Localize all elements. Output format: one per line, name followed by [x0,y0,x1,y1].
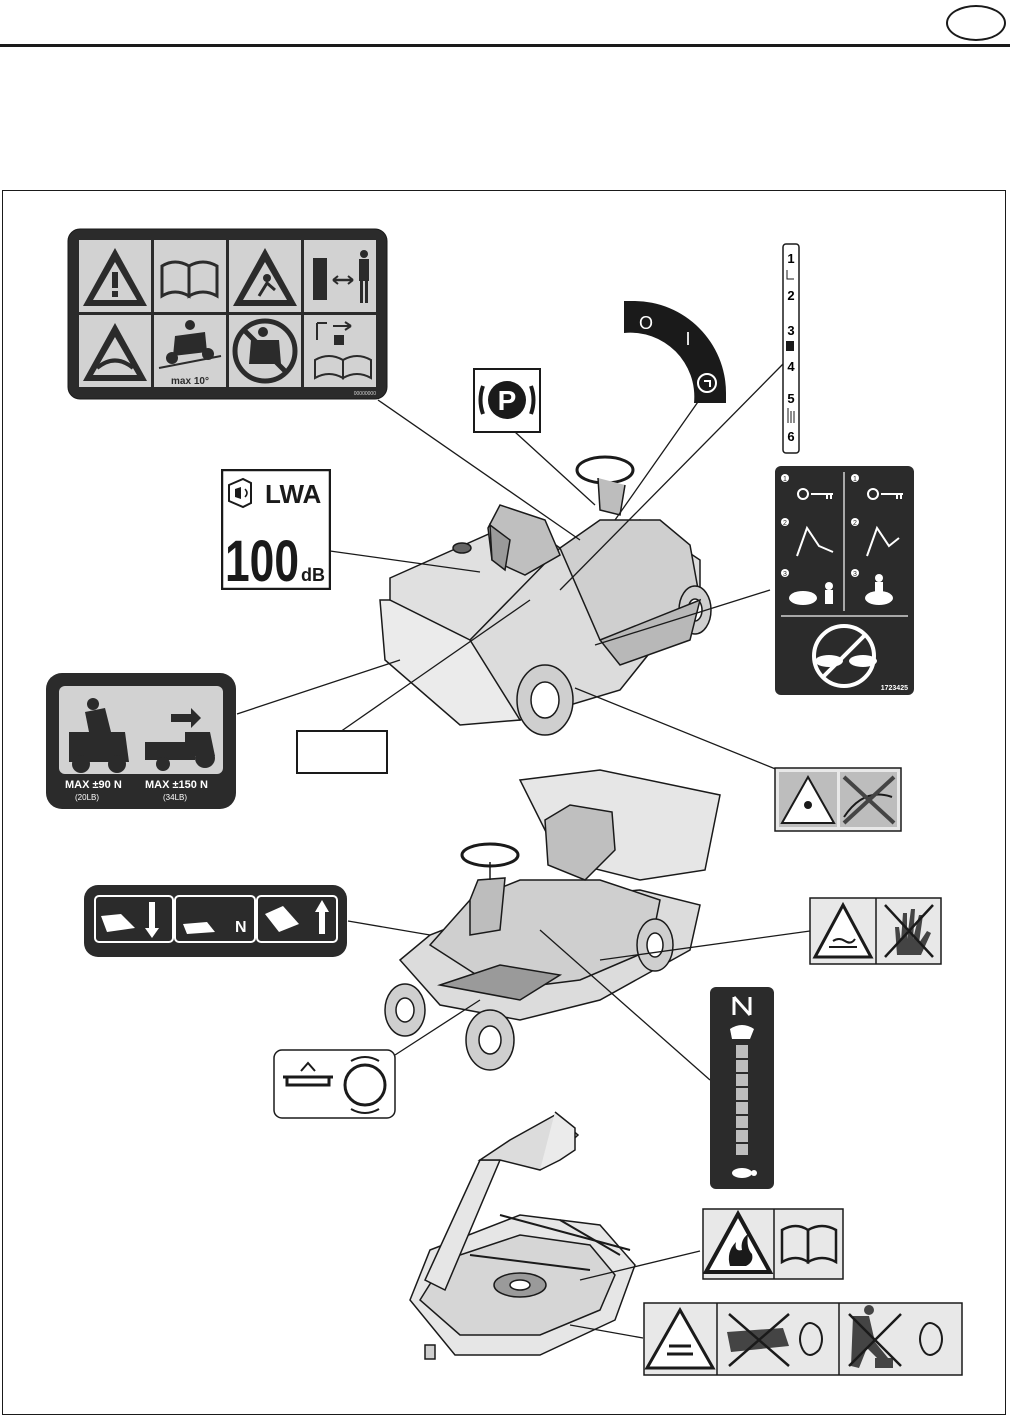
throttle-art [710,987,774,1189]
pedal-function-art: N [84,885,347,957]
top-rule [0,44,1010,47]
rotating-blade-icon [83,323,147,381]
blank-label-box [296,730,388,774]
step-number: 3 [783,571,787,578]
ignition-art: O I [624,301,726,403]
towing-max-right: MAX ±150 N [145,779,208,791]
cutting-height-scale-art: 1 2 3 4 5 6 [782,243,800,454]
ignition-decal: O I [624,301,726,403]
parking-brake-icon: P [473,368,541,433]
towing-load-art: MAX ±90 N (20LB) MAX ±150 N (34LB) [46,673,236,809]
hot-surface-decal [809,897,942,965]
step-number: 2 [783,520,787,527]
leader-lines [236,363,811,1339]
noise-level-decal: LWA 100 dB [220,468,332,594]
towing-max-left: MAX ±90 N [65,779,122,791]
mower-rear-view [379,455,712,736]
thrown-objects-icon [233,248,297,306]
fire-hazard-art [702,1208,844,1280]
discharge-warning-decal [774,767,902,832]
step-number: 3 [853,571,857,578]
rotating-blade-art [643,1302,963,1376]
height-step: 1 [787,251,794,266]
ignition-off: O [639,313,653,333]
cutting-height-scale-decal: 1 2 3 4 5 6 [782,243,800,454]
decal-code: 1723425 [881,685,908,692]
rotation-icon [799,1322,943,1356]
language-badge [946,5,1006,41]
hot-surface-art [809,897,942,965]
illustration-frame [2,190,1006,1415]
ignition-on: I [685,329,690,349]
tortoise-icon [732,1168,757,1178]
safety-warning-decal: max 10° 00000000 [67,228,388,400]
slope-label: max 10° [171,376,209,387]
decal-code: 00000000 [354,391,376,397]
operating-instructions-art: 1 1 2 2 3 3 1723425 [775,466,914,695]
warning-triangle-icon [83,248,147,306]
step-number: 1 [853,476,857,483]
height-step: 5 [787,391,794,406]
height-step: 3 [787,323,794,338]
towing-load-decal: MAX ±90 N (20LB) MAX ±150 N (34LB) [45,672,237,810]
hare-icon [730,1025,754,1039]
pedal-function-decal: N [83,884,348,958]
noise-symbol: LWA [265,479,322,509]
mower-front-view [384,769,721,1071]
noise-level-art: LWA 100 dB [220,468,332,594]
height-step: 2 [787,288,794,303]
speaker-icon [228,477,252,509]
oil-level-decal [273,1049,396,1119]
discharge-warning-art [774,767,902,832]
step-number: 2 [853,520,857,527]
neutral-letter: N [235,919,247,936]
height-step: 4 [787,359,795,374]
manual-book-icon [160,260,219,299]
parking-letter: P [498,385,517,416]
read-manual-icon [314,321,372,380]
noise-unit: dB [301,565,325,585]
rotating-blade-decal [643,1302,963,1376]
parking-brake-decal: P [473,368,541,433]
no-passengers-icon [232,318,298,384]
safety-warning-art: max 10° 00000000 [67,228,388,400]
oil-level-art [273,1049,396,1119]
towing-max-right-lb: (34LB) [163,793,187,802]
fire-icon [728,1234,753,1266]
operating-instructions-decal: 1 1 2 2 3 3 1723425 [775,466,914,695]
towing-max-left-lb: (20LB) [75,793,99,802]
key-icon [797,488,903,500]
slope-icon: max 10° [158,320,222,387]
height-step: 6 [787,429,794,444]
cutting-deck-view [409,1111,636,1360]
throttle-decal [710,987,774,1189]
manual-book-icon [780,1224,838,1265]
step-number: 1 [783,476,787,483]
engine-start-icon [697,373,717,393]
keep-distance-icon [313,250,369,303]
fire-hazard-decal [702,1208,844,1280]
noise-value: 100 [225,529,299,590]
